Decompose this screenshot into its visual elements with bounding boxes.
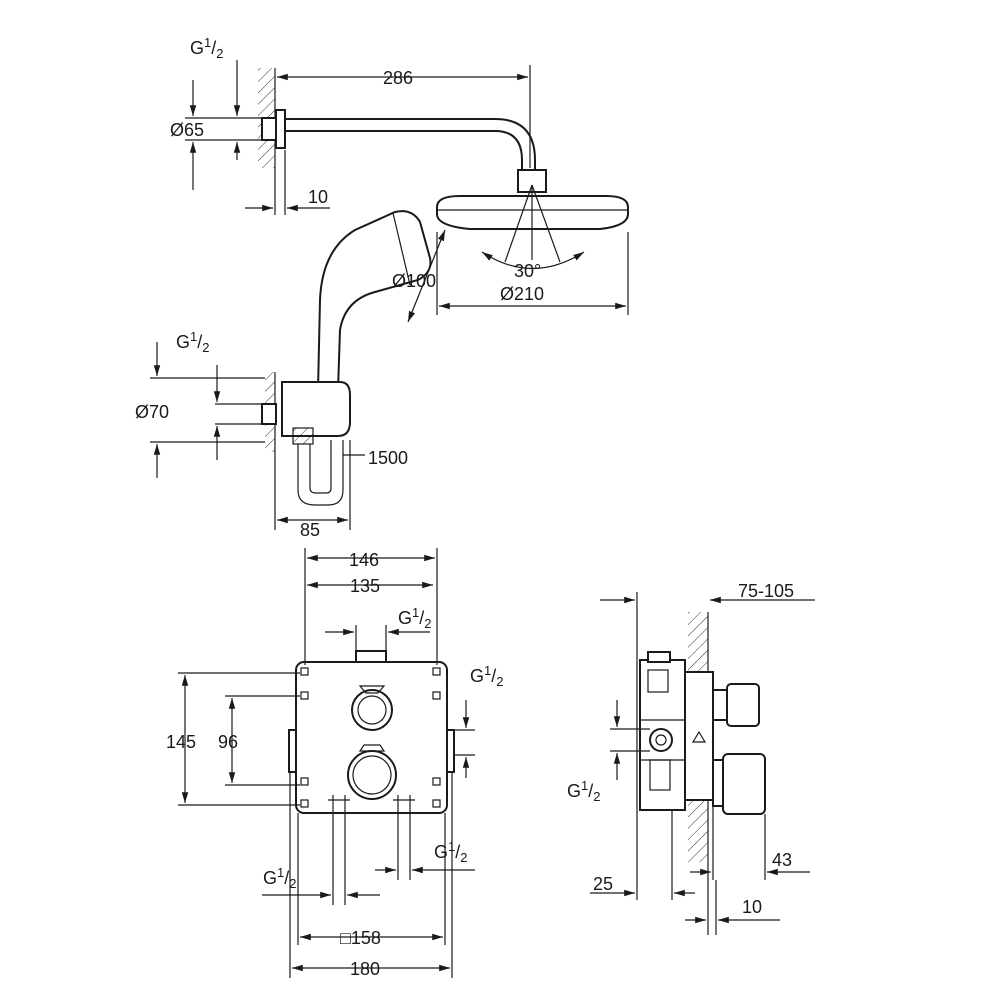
hand-shower <box>316 210 432 391</box>
valve-inlet <box>649 728 673 752</box>
left-inlet <box>288 729 297 773</box>
mounting-box <box>295 661 448 814</box>
hand-shower-assembly: Ø100 1500 Ø70 G1/2 85 <box>135 210 446 540</box>
height-label: 145 <box>166 732 196 752</box>
tilt-angle-arc <box>481 251 585 269</box>
thermostat-handle <box>722 753 766 815</box>
hose-nut <box>292 427 314 445</box>
right-inlet <box>446 729 455 773</box>
wall-outlet-bracket <box>281 381 351 437</box>
diverter-valve <box>351 689 393 731</box>
top-outlet <box>355 650 387 663</box>
thermostat-side-view: 75-105 G1/2 25 43 10 <box>567 581 815 935</box>
plate-size-label: □158 <box>340 928 381 948</box>
mounting-plate <box>684 671 714 801</box>
knob-projection-label: 43 <box>772 850 792 870</box>
shower-hose <box>297 440 344 506</box>
thread-label-right: G1/2 <box>470 663 504 689</box>
head-diameter-label: Ø210 <box>500 284 544 304</box>
wall-connector <box>261 117 277 141</box>
flange-diameter-label: Ø65 <box>170 120 204 140</box>
tilt-angle-label: 30° <box>514 261 541 281</box>
bracket-diameter-label: Ø70 <box>135 402 169 422</box>
hand-head-dim <box>407 229 446 323</box>
inner-width-label: 135 <box>350 576 380 596</box>
plate-depth-label: 10 <box>742 897 762 917</box>
shower-arm <box>285 118 536 170</box>
thread-label-bottom-right: G1/2 <box>434 839 468 865</box>
flange-depth-label: 10 <box>308 187 328 207</box>
inner-height-label: 96 <box>218 732 238 752</box>
diverter-handle <box>726 683 760 727</box>
outer-width-label: 146 <box>349 550 379 570</box>
wall-connector <box>261 403 277 425</box>
thermostat-front-view: 146 135 G1/2 145 96 G1/2 G1/2 G1/ <box>166 548 504 979</box>
offset-label: 25 <box>593 874 613 894</box>
hand-head-diameter-label: Ø100 <box>392 271 436 291</box>
thread-label-top: G1/2 <box>398 605 432 631</box>
thread-label-hand: G1/2 <box>176 329 210 355</box>
inlet-marks <box>328 795 415 805</box>
thread-label-side: G1/2 <box>567 778 601 804</box>
arm-length-label: 286 <box>383 68 413 88</box>
wall-depth-label: 75-105 <box>738 581 794 601</box>
bracket-projection-label: 85 <box>300 520 320 540</box>
thread-label-bottom-left: G1/2 <box>263 865 297 891</box>
mounting-screws <box>300 667 441 808</box>
head-shower-assembly: 30° 286 Ø65 G1/2 10 Ø210 <box>170 35 629 315</box>
hose-length-label: 1500 <box>368 448 408 468</box>
overall-width-label: 180 <box>350 959 380 979</box>
thread-label-head: G1/2 <box>190 35 224 61</box>
wall-flange <box>275 109 286 149</box>
